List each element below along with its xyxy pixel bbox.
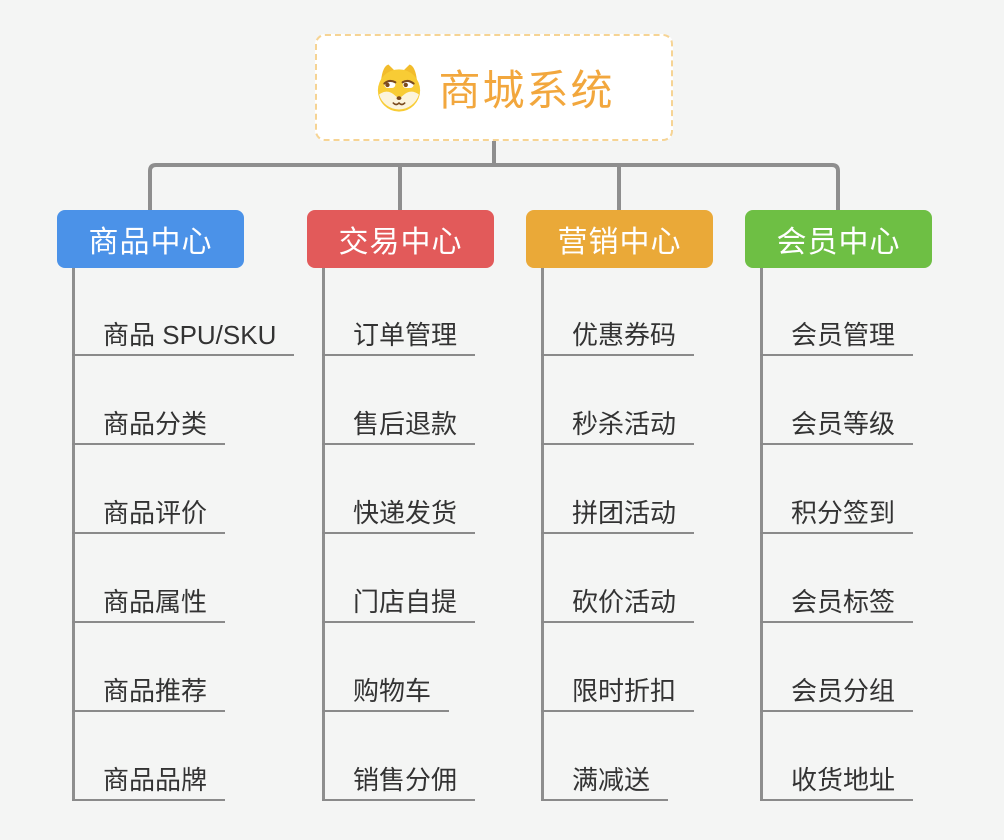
leaf-node[interactable]: 商品品牌: [72, 759, 226, 801]
leaf-node[interactable]: 会员标签: [760, 581, 914, 623]
leaf-node[interactable]: 商品 SPU/SKU: [72, 314, 295, 356]
leaf-node[interactable]: 快递发货: [322, 492, 476, 534]
leaf-node[interactable]: 售后退款: [322, 403, 476, 445]
branch-node-product-center[interactable]: 商品中心: [57, 210, 244, 268]
leaf-node[interactable]: 积分签到: [760, 492, 914, 534]
branch-node-member-center[interactable]: 会员中心: [745, 210, 932, 268]
branch-node-trade-center[interactable]: 交易中心: [307, 210, 494, 268]
leaf-node[interactable]: 会员分组: [760, 670, 914, 712]
branch-node-marketing-center[interactable]: 营销中心: [526, 210, 713, 268]
leaf-node[interactable]: 砍价活动: [541, 581, 695, 623]
leaf-node[interactable]: 秒杀活动: [541, 403, 695, 445]
leaf-node[interactable]: 门店自提: [322, 581, 476, 623]
leaf-node[interactable]: 销售分佣: [322, 759, 476, 801]
leaf-node[interactable]: 会员等级: [760, 403, 914, 445]
leaf-node[interactable]: 满减送: [541, 759, 669, 801]
root-node[interactable]: 商城系统: [315, 34, 673, 141]
leaf-node[interactable]: 商品分类: [72, 403, 226, 445]
leaf-node[interactable]: 购物车: [322, 670, 450, 712]
dog-icon: [373, 62, 425, 114]
leaf-node[interactable]: 拼团活动: [541, 492, 695, 534]
leaf-node[interactable]: 限时折扣: [541, 670, 695, 712]
leaf-node[interactable]: 优惠券码: [541, 314, 695, 356]
leaf-node[interactable]: 商品评价: [72, 492, 226, 534]
leaf-node[interactable]: 订单管理: [322, 314, 476, 356]
leaf-node[interactable]: 商品推荐: [72, 670, 226, 712]
root-title: 商城系统: [438, 67, 615, 114]
leaf-node[interactable]: 收货地址: [760, 759, 914, 801]
leaf-node[interactable]: 会员管理: [760, 314, 914, 356]
leaf-node[interactable]: 商品属性: [72, 581, 226, 623]
